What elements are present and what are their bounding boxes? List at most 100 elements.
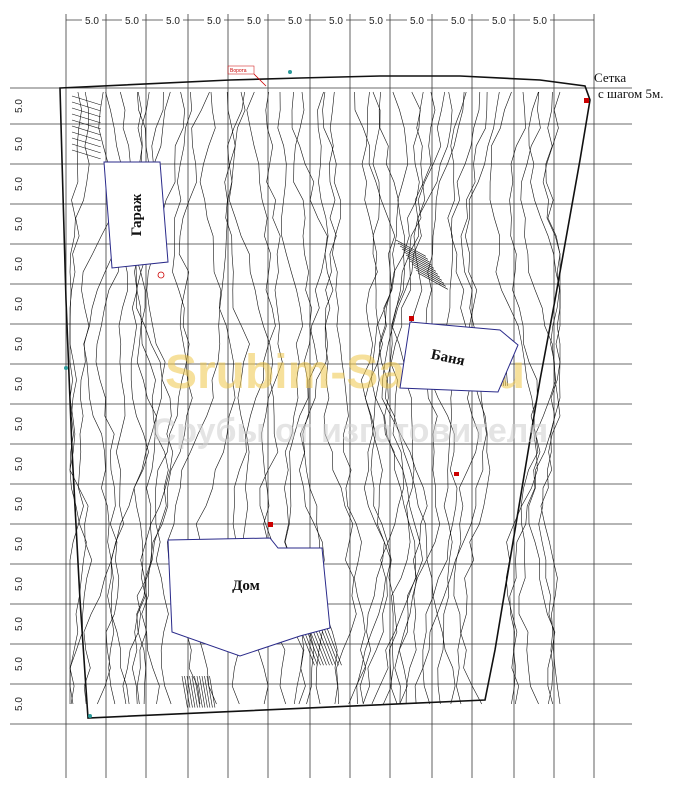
- slope-hatch: [71, 95, 101, 106]
- slope-hatch: [184, 675, 191, 708]
- top-dimension-label: 5.0: [166, 16, 180, 27]
- top-dimension-label: 5.0: [410, 16, 424, 27]
- grid-note: Сетка с шагом 5м.: [594, 70, 664, 101]
- garage-building: Гараж: [103, 161, 169, 269]
- left-dimension-label: 5.0: [14, 457, 25, 471]
- contour-line: [381, 91, 436, 705]
- slope-hatch: [409, 260, 440, 278]
- gate-marker: Ворота: [227, 65, 267, 87]
- left-dimension-label: 5.0: [14, 257, 25, 271]
- contour-line: [437, 91, 467, 705]
- contour-line: [141, 91, 193, 705]
- left-dimension-label: 5.0: [14, 417, 25, 431]
- left-dimension-label: 5.0: [14, 377, 25, 391]
- house-building: Дом: [167, 537, 331, 657]
- slope-hatch: [415, 269, 446, 287]
- slope-hatch: [71, 131, 101, 142]
- left-dimension-label: 5.0: [14, 617, 25, 631]
- contour-line: [453, 91, 500, 705]
- contour-line: [489, 91, 538, 705]
- contour-line: [456, 91, 491, 705]
- slope-hatch: [71, 137, 101, 148]
- bath-label: Баня: [429, 347, 466, 370]
- left-dimension-label: 5.0: [14, 497, 25, 511]
- slope-hatch: [71, 107, 101, 118]
- slope-hatch: [417, 272, 448, 290]
- slope-hatch: [71, 119, 101, 130]
- top-dimension-label: 5.0: [533, 16, 547, 27]
- gate-label: Ворота: [230, 68, 247, 74]
- grid: [10, 14, 632, 778]
- slope-hatch: [189, 675, 196, 708]
- slope-hatch: [201, 675, 208, 708]
- left-dimension-label: 5.0: [14, 99, 25, 113]
- slope-hatch: [413, 266, 444, 284]
- slope-hatch: [320, 627, 336, 666]
- left-dimension-labels: 5.0 5.0 5.0 5.0 5.0 5.0 5.0 5.0 5.0 5.0 5.0 5.0 5.0 5…: [14, 99, 25, 711]
- bath-building: Баня: [399, 321, 519, 393]
- contour-line: [518, 91, 557, 705]
- contour-line: [356, 91, 424, 705]
- left-dimension-label: 5.0: [14, 697, 25, 711]
- slope-hatch: [323, 627, 339, 666]
- slope-hatch: [71, 125, 101, 136]
- slope-hatch: [71, 113, 101, 124]
- slope-hatch: [405, 254, 436, 272]
- top-dimension-label: 5.0: [85, 16, 99, 27]
- slope-hatch: [191, 675, 198, 708]
- left-dimension-label: 5.0: [14, 337, 25, 351]
- contour-line: [155, 91, 210, 705]
- top-dimension-label: 5.0: [369, 16, 383, 27]
- left-dimension-label: 5.0: [14, 297, 25, 311]
- contour-line: [323, 91, 357, 705]
- slope-hatch: [194, 675, 201, 708]
- left-dimension-label: 5.0: [14, 577, 25, 591]
- slope-hatch: [71, 143, 101, 154]
- slope-hatch: [209, 675, 216, 708]
- slope-hatch: [204, 675, 211, 708]
- contour-line: [378, 91, 421, 705]
- contour-line: [394, 91, 453, 705]
- contour-line: [384, 91, 438, 705]
- slope-hatch: [314, 627, 330, 666]
- left-dimension-label: 5.0: [14, 537, 25, 551]
- house-label: Дом: [232, 578, 260, 594]
- slope-hatch: [403, 251, 434, 269]
- slope-hatch: [401, 248, 432, 266]
- slope-hatch: [196, 675, 203, 708]
- contour-line: [422, 91, 465, 705]
- survey-markers: [64, 70, 589, 718]
- slope-hatch: [71, 101, 101, 112]
- slope-hatch: [407, 257, 438, 275]
- top-dimension-label: 5.0: [492, 16, 506, 27]
- contour-line: [528, 91, 561, 705]
- contour-line: [436, 91, 487, 705]
- contour-line: [538, 91, 561, 705]
- slope-hatch: [397, 242, 428, 260]
- left-dimension-label: 5.0: [14, 177, 25, 191]
- left-dimension-label: 5.0: [14, 217, 25, 231]
- top-dimension-label: 5.0: [451, 16, 465, 27]
- left-dimension-label: 5.0: [14, 657, 25, 671]
- slope-hatch: [206, 675, 213, 708]
- grid-note-line1: Сетка: [594, 70, 626, 85]
- top-dimension-label: 5.0: [125, 16, 139, 27]
- watermark: Srubim-Sam.Ru Срубы от изготовителя: [152, 346, 549, 450]
- top-dimension-label: 5.0: [247, 16, 261, 27]
- site-boundary: [59, 75, 591, 719]
- contour-line: [390, 91, 445, 705]
- top-dimension-label: 5.0: [207, 16, 221, 27]
- slope-hatch: [395, 239, 426, 257]
- slope-hatch: [411, 263, 442, 281]
- garage-label: Гараж: [129, 194, 145, 237]
- left-dimension-label: 5.0: [14, 137, 25, 151]
- slope-hatch: [186, 675, 193, 708]
- slope-hatch: [71, 149, 101, 160]
- contour-line: [528, 91, 561, 705]
- contour-line: [69, 91, 90, 704]
- contour-line: [348, 91, 399, 705]
- grid-note-line2: с шагом 5м.: [598, 86, 664, 101]
- contour-line: [322, 91, 367, 705]
